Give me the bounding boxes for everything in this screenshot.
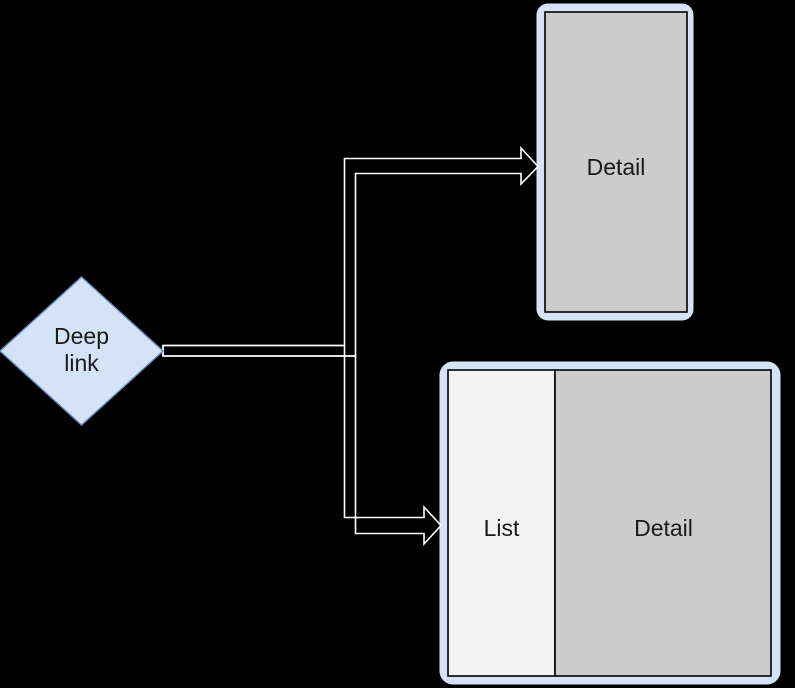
edge-deep-link-to-tablet <box>162 344 443 547</box>
phone-node[interactable] <box>536 3 694 321</box>
tablet-detail-pane <box>554 369 772 677</box>
edge-upper-outline <box>162 145 540 357</box>
deep-link-node[interactable] <box>0 276 165 426</box>
tablet-list-pane <box>447 369 556 677</box>
edge-deep-link-to-phone <box>162 145 540 357</box>
edge-lower-outline <box>162 344 443 547</box>
deep-link-diamond <box>0 276 165 426</box>
tablet-node[interactable] <box>439 361 781 685</box>
phone-screen <box>544 11 688 313</box>
